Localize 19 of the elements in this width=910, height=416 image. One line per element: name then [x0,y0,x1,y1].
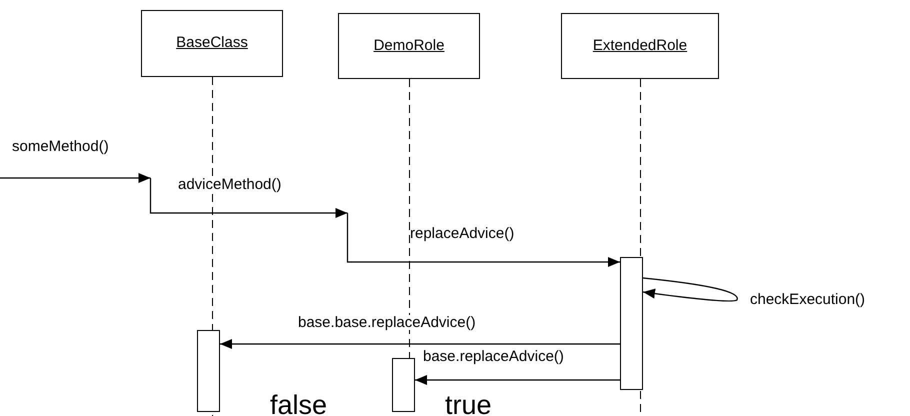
activation-bar [392,358,415,412]
message-label: checkExecution() [750,292,866,307]
object-name: DemoRole [374,36,444,56]
object-name: ExtendedRole [592,36,688,56]
message-label: replaceAdvice() [410,226,514,241]
message-arrow [0,173,150,183]
message-arrow [346,213,620,267]
message-arrow [642,277,738,302]
message-label: base.base.replaceAdvice() [298,315,476,330]
object-name: BaseClass [176,33,248,54]
message-label: base.replaceAdvice() [423,349,564,364]
activation-bar [197,330,220,412]
message-arrow [220,339,620,349]
return-value: false [270,392,328,416]
message-arrow [415,375,620,385]
message-label: someMethod() [12,139,109,154]
message-label: adviceMethod() [178,177,282,192]
message-arrow [150,178,348,218]
activation-bar [620,257,643,390]
